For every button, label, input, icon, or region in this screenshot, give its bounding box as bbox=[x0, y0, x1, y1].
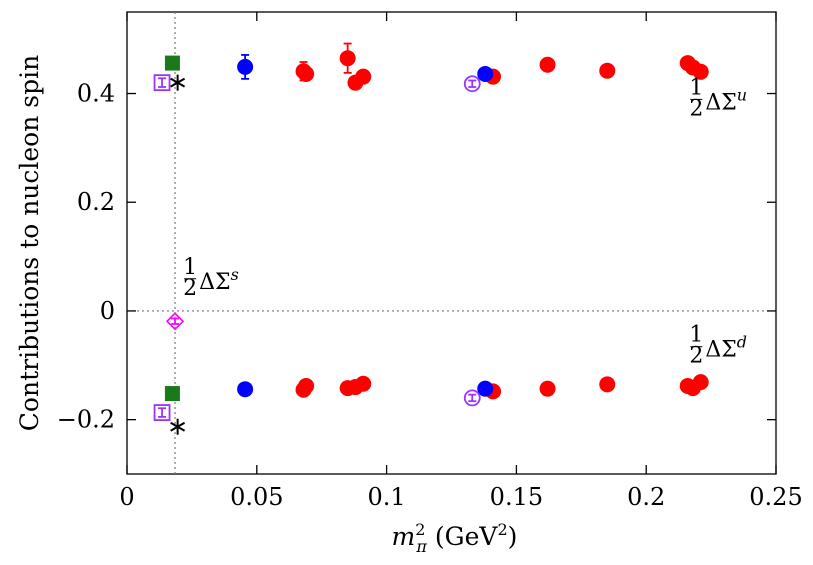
data-point bbox=[237, 381, 254, 398]
marker-asterisk-stroke bbox=[170, 77, 186, 88]
annotation-superscript: u bbox=[737, 85, 747, 104]
marker-filled-circle bbox=[539, 380, 556, 397]
marker-filled-circle bbox=[599, 62, 616, 79]
annotation-symbol: ΔΣu bbox=[705, 85, 747, 115]
marker-filled-square bbox=[164, 55, 180, 71]
marker-filled-circle bbox=[298, 377, 315, 394]
y-axis-ticks: −0.2 0 0.2 0.4 bbox=[57, 80, 776, 434]
marker-filled-circle bbox=[355, 375, 372, 392]
marker-filled-circle bbox=[339, 50, 356, 67]
data-point bbox=[170, 418, 186, 435]
marker-filled-square bbox=[164, 386, 180, 402]
data-point bbox=[355, 68, 372, 85]
data-point bbox=[539, 380, 556, 397]
reference-lines bbox=[127, 12, 776, 474]
data-point bbox=[599, 376, 616, 393]
data-point bbox=[539, 56, 556, 73]
data-points bbox=[153, 42, 709, 435]
marker-asterisk-stroke bbox=[170, 421, 186, 432]
data-point bbox=[165, 312, 185, 331]
marker-filled-circle bbox=[237, 381, 254, 398]
data-point bbox=[692, 63, 709, 80]
annotation-denominator: 2 bbox=[689, 96, 703, 121]
data-point bbox=[477, 65, 494, 82]
xlabel-close: ) bbox=[508, 522, 518, 551]
data-point bbox=[164, 386, 180, 402]
marker-filled-circle bbox=[539, 56, 556, 73]
annotation-superscript: d bbox=[737, 333, 747, 352]
data-point bbox=[164, 55, 180, 71]
data-point bbox=[477, 380, 494, 397]
marker-filled-circle bbox=[298, 65, 315, 82]
marker-filled-circle bbox=[237, 58, 254, 75]
x-tick-label: 0.25 bbox=[749, 483, 802, 511]
marker-open-diamond bbox=[165, 312, 185, 331]
marker-filled-circle bbox=[477, 65, 494, 82]
annotation-denominator: 2 bbox=[183, 276, 197, 301]
data-point bbox=[463, 389, 481, 407]
marker-filled-circle bbox=[477, 380, 494, 397]
data-point bbox=[298, 377, 315, 394]
data-point bbox=[463, 75, 481, 93]
xlabel-subscript: π bbox=[415, 537, 427, 556]
data-point bbox=[153, 74, 171, 92]
data-point bbox=[298, 65, 315, 82]
y-tick-label: −0.2 bbox=[57, 406, 115, 434]
y-tick-label: 0 bbox=[100, 297, 115, 325]
x-tick-label: 0.05 bbox=[230, 483, 283, 511]
annotation-numerator: 1 bbox=[689, 75, 703, 100]
marker-open-circle bbox=[463, 75, 481, 93]
data-point bbox=[599, 62, 616, 79]
annotation-numerator: 1 bbox=[183, 255, 197, 280]
annotation-symbol: ΔΣd bbox=[705, 333, 747, 363]
xlabel-units: (GeV bbox=[427, 522, 498, 551]
y-tick-label: 0.4 bbox=[77, 80, 115, 108]
marker-filled-circle bbox=[692, 63, 709, 80]
data-point bbox=[170, 74, 186, 91]
data-point bbox=[237, 54, 254, 80]
marker-open-circle bbox=[463, 389, 481, 407]
x-tick-label: 0.2 bbox=[627, 483, 665, 511]
x-tick-label: 0.15 bbox=[490, 483, 543, 511]
annotation-numerator: 1 bbox=[689, 323, 703, 348]
marker-filled-circle bbox=[692, 374, 709, 391]
data-point bbox=[153, 404, 171, 421]
annotation-denominator: 2 bbox=[689, 344, 703, 369]
y-tick-label: 0.2 bbox=[77, 188, 115, 216]
annotation-symbol: ΔΣs bbox=[199, 265, 239, 295]
x-tick-label: 0.1 bbox=[368, 483, 406, 511]
xlabel-units-superscript: 2 bbox=[497, 520, 507, 539]
marker-open-square bbox=[153, 404, 171, 421]
x-axis-ticks: 0 0.05 0.1 0.15 0.2 0.25 bbox=[119, 12, 803, 511]
x-tick-label: 0 bbox=[119, 483, 134, 511]
data-point bbox=[339, 42, 356, 74]
marker-filled-circle bbox=[599, 376, 616, 393]
data-point bbox=[692, 374, 709, 391]
xlabel-superscript: 2 bbox=[415, 520, 425, 539]
data-point bbox=[355, 375, 372, 392]
plot-frame bbox=[126, 11, 777, 475]
plot-border bbox=[126, 11, 777, 475]
marker-filled-circle bbox=[355, 68, 372, 85]
annotation-superscript: s bbox=[231, 265, 239, 284]
marker-open-square bbox=[153, 74, 171, 92]
xlabel-base: m bbox=[392, 522, 416, 551]
y-axis-title: Contributions to nucleon spin bbox=[15, 55, 44, 431]
